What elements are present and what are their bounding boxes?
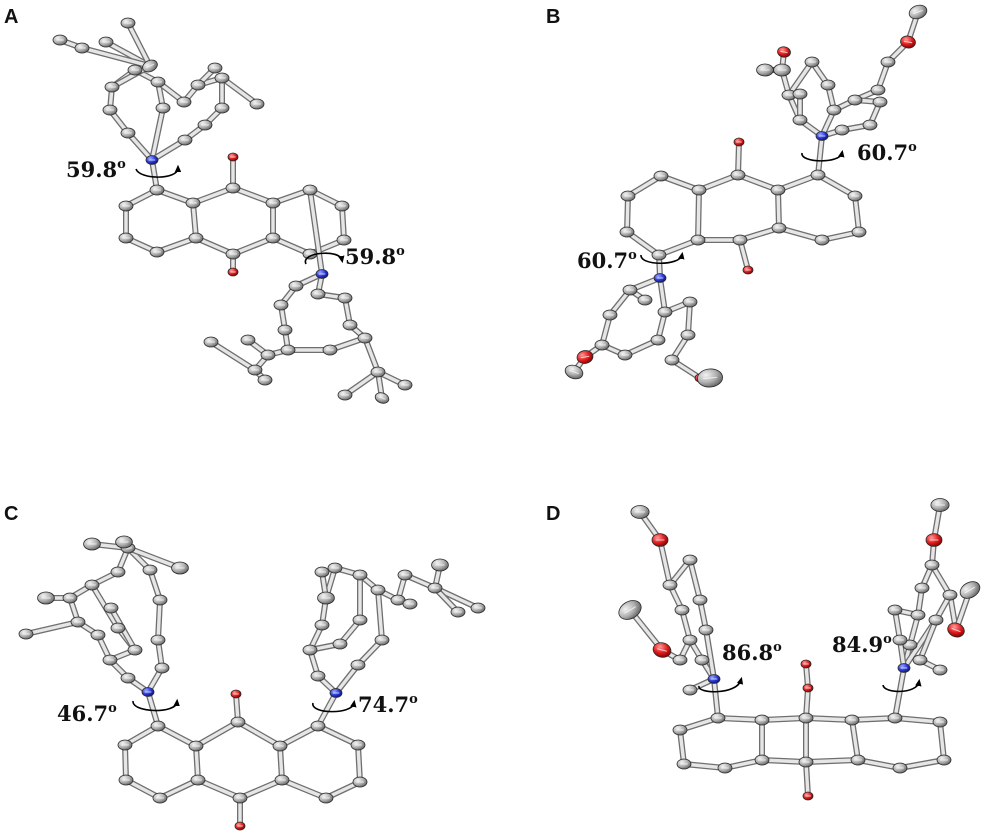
bond-highlight: [316, 691, 338, 728]
bond-highlight: [804, 760, 810, 798]
bond-highlight: [146, 690, 160, 728]
bond-highlight: [356, 743, 362, 784]
panel-b-molecule: [564, 4, 928, 388]
rotation-arrow-a1: [135, 164, 182, 178]
panel-a-label: A: [4, 6, 18, 28]
bond-highlight: [893, 666, 906, 720]
atom-highlight: [378, 396, 386, 400]
rotation-arrow-d2: [882, 678, 922, 693]
rotation-arrow-b1: [801, 149, 845, 162]
bond-highlight: [156, 724, 198, 748]
bond-highlight: [686, 300, 692, 337]
angle-label-a1: 59.8o: [66, 157, 126, 182]
bond-highlight: [238, 778, 284, 800]
bond-highlight: [938, 720, 946, 762]
bond-highlight: [893, 716, 942, 724]
bond-highlight: [278, 724, 320, 748]
bond-highlight: [24, 620, 80, 636]
bond-highlight: [280, 778, 328, 800]
bond-highlight: [196, 778, 242, 800]
bond-highlight: [804, 758, 860, 764]
bond-highlight: [918, 618, 938, 662]
atom-highlight: [951, 627, 961, 633]
angle-label-c2: 74.7o: [358, 692, 418, 717]
bond-highlight: [231, 186, 275, 205]
rotation-arrows: [132, 149, 922, 713]
panel-d-molecule: [618, 498, 981, 801]
bond-highlight: [278, 744, 284, 782]
bond-highlight: [126, 21, 152, 68]
bond-highlight: [658, 538, 672, 587]
bond-highlight: [696, 188, 701, 242]
atom-highlight: [780, 50, 788, 54]
bond-highlight: [625, 194, 630, 234]
panel-c-molecule: [18, 535, 486, 831]
bond-highlight: [126, 546, 182, 570]
angle-label-a2: 59.8o: [345, 244, 405, 269]
bond-highlight: [158, 778, 200, 800]
rotation-arrow-c2: [312, 699, 357, 713]
bond-highlight: [376, 588, 384, 642]
bond-highlight: [853, 194, 861, 234]
bond-highlight: [930, 563, 952, 597]
bond-highlight: [231, 236, 275, 256]
panel-c-label: C: [4, 503, 18, 525]
bond-highlight: [816, 134, 824, 177]
bond-highlight: [80, 46, 152, 68]
bond-highlight: [898, 758, 946, 770]
atom-highlight: [703, 376, 717, 380]
bond-highlight: [236, 720, 282, 748]
bond-highlight: [850, 718, 860, 762]
bond-highlight: [704, 628, 716, 681]
bond-highlight: [712, 677, 720, 720]
bond-highlight: [688, 558, 702, 602]
atom-highlight: [145, 63, 155, 69]
atom-highlight: [580, 355, 590, 359]
atom-highlight: [624, 606, 636, 614]
atom-highlight: [964, 586, 976, 594]
bond-highlight: [816, 173, 857, 198]
panel-d-label: D: [546, 503, 560, 525]
bond-highlight: [736, 173, 780, 192]
angle-label-c1: 46.7o: [57, 701, 117, 726]
bond-highlight: [804, 716, 854, 722]
bond-highlight: [736, 140, 741, 177]
bond-highlight: [191, 186, 235, 205]
panel-b-label: B: [546, 6, 560, 28]
rotation-arrow-a2: [304, 252, 345, 265]
bond-highlight: [156, 598, 162, 642]
atom-highlight: [657, 648, 667, 652]
angle-label-b2: 60.7o: [577, 248, 637, 273]
bond-highlight: [123, 743, 128, 782]
bond-highlight: [343, 370, 380, 397]
bond-highlight: [316, 724, 360, 747]
bond-highlight: [776, 188, 781, 230]
atom-highlight: [903, 40, 913, 44]
bond-highlight: [625, 230, 661, 257]
angle-label-d1: 86.8o: [722, 640, 782, 665]
rotation-arrow-b2: [640, 251, 685, 265]
rotation-arrow-d1: [698, 676, 744, 693]
atom-highlight: [569, 369, 579, 375]
bond-highlight: [220, 76, 259, 106]
bond-highlight: [787, 60, 814, 97]
bond-highlight: [194, 720, 240, 748]
bond-highlight: [150, 106, 165, 162]
bond-highlight: [340, 204, 346, 242]
panel-a-molecule: [52, 17, 413, 404]
atom-highlight: [913, 9, 923, 15]
rotation-arrow-c1: [132, 698, 180, 712]
angle-label-d2: 84.9o: [832, 632, 892, 657]
bond-highlight: [194, 744, 200, 782]
bond-highlight: [191, 201, 198, 240]
bond-highlight: [678, 728, 686, 766]
bond-highlight: [308, 188, 324, 276]
bond-highlight: [658, 276, 667, 314]
bond-highlight: [363, 336, 380, 374]
bond-highlight: [209, 340, 257, 372]
bond-highlight: [777, 226, 824, 242]
angle-label-b1: 60.7o: [857, 140, 917, 165]
bond-highlight: [776, 173, 820, 192]
